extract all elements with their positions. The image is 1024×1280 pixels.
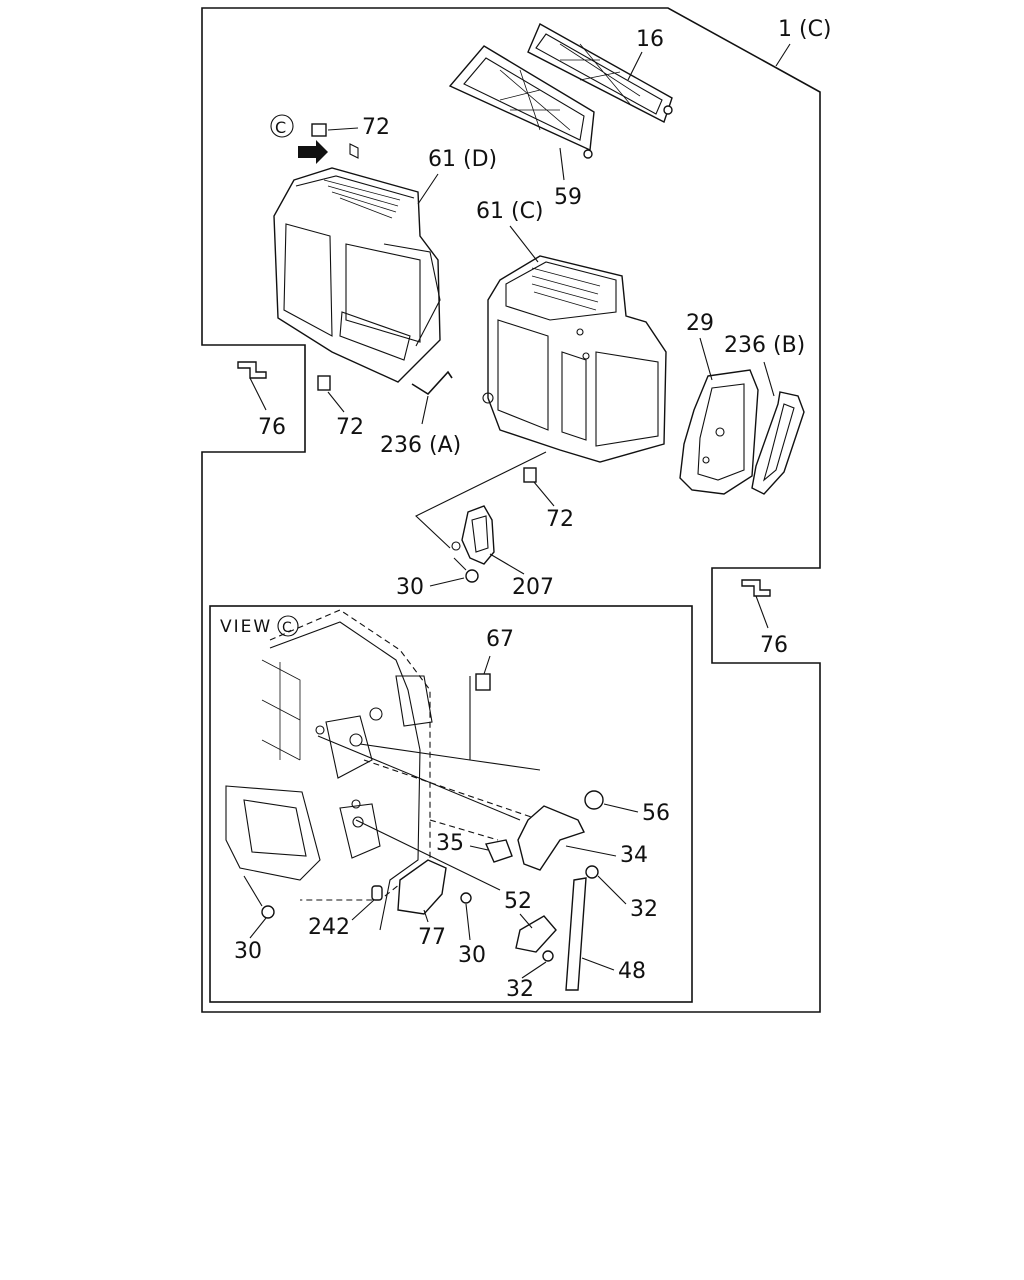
part-236b-gasket [751, 391, 805, 495]
callout-30-left: 30 [234, 939, 262, 964]
link-34 [517, 805, 585, 871]
callout-48: 48 [618, 959, 646, 984]
callout-67: 67 [486, 627, 514, 652]
part-236a-wire [411, 370, 453, 396]
clip-72-left [317, 375, 331, 391]
callout-76-left: 76 [258, 415, 286, 440]
part-16-filter-frame [527, 23, 673, 123]
part-207-actuator [451, 505, 495, 565]
view-c-box [209, 605, 693, 1003]
callout-35: 35 [436, 831, 464, 856]
callout-32-right: 32 [630, 897, 658, 922]
bracket-52 [515, 915, 557, 953]
callout-77: 77 [418, 925, 446, 950]
bracket-76-left [237, 361, 267, 379]
part-29-door-plate [679, 369, 759, 495]
bracket-76-right [741, 579, 771, 597]
callout-236a: 236 (A) [380, 433, 461, 458]
actuator-77 [397, 859, 447, 915]
view-title: VIEW [220, 617, 272, 637]
callout-76-right: 76 [760, 633, 788, 658]
part-59-filter [448, 45, 595, 159]
view-c-marker: C [270, 114, 294, 138]
callout-61d: 61 (D) [428, 147, 497, 172]
callout-52: 52 [504, 889, 532, 914]
direction-arrow-icon [298, 140, 328, 164]
screw-30-left [261, 905, 275, 919]
clip-72-mid [523, 467, 537, 483]
callout-29: 29 [686, 311, 714, 336]
rod-48 [565, 877, 587, 991]
screw-30-top [453, 557, 479, 583]
callout-61c: 61 (C) [476, 199, 544, 224]
svg-text:C: C [282, 620, 292, 636]
assembly-leader [775, 43, 791, 67]
callout-72-left: 72 [336, 415, 364, 440]
callout-59: 59 [554, 185, 582, 210]
callout-30-mid: 30 [458, 943, 486, 968]
callout-72-top: 72 [362, 115, 390, 140]
clip-72-top [311, 123, 327, 137]
callout-32-bottom: 32 [506, 977, 534, 1002]
callout-16: 16 [636, 27, 664, 52]
assembly-label: 1 (C) [778, 17, 832, 42]
view-c-circle-marker: C [277, 615, 299, 637]
screw-32-right [585, 865, 599, 879]
screw-32-bottom [542, 950, 554, 962]
callout-207: 207 [512, 575, 554, 600]
part-61d-housing [273, 143, 441, 383]
lever-35 [485, 839, 513, 863]
svg-text:C: C [275, 118, 286, 137]
nut-56 [584, 790, 604, 810]
callout-242: 242 [308, 915, 350, 940]
callout-56: 56 [642, 801, 670, 826]
callout-236b: 236 (B) [724, 333, 805, 358]
grommet-242 [371, 885, 383, 901]
screw-30-mid [460, 892, 472, 904]
part-61c-housing [482, 255, 667, 463]
clip-67 [475, 673, 491, 691]
callout-34: 34 [620, 843, 648, 868]
callout-72-mid: 72 [546, 507, 574, 532]
callout-30-top: 30 [396, 575, 424, 600]
assembly-outline [201, 7, 821, 1013]
